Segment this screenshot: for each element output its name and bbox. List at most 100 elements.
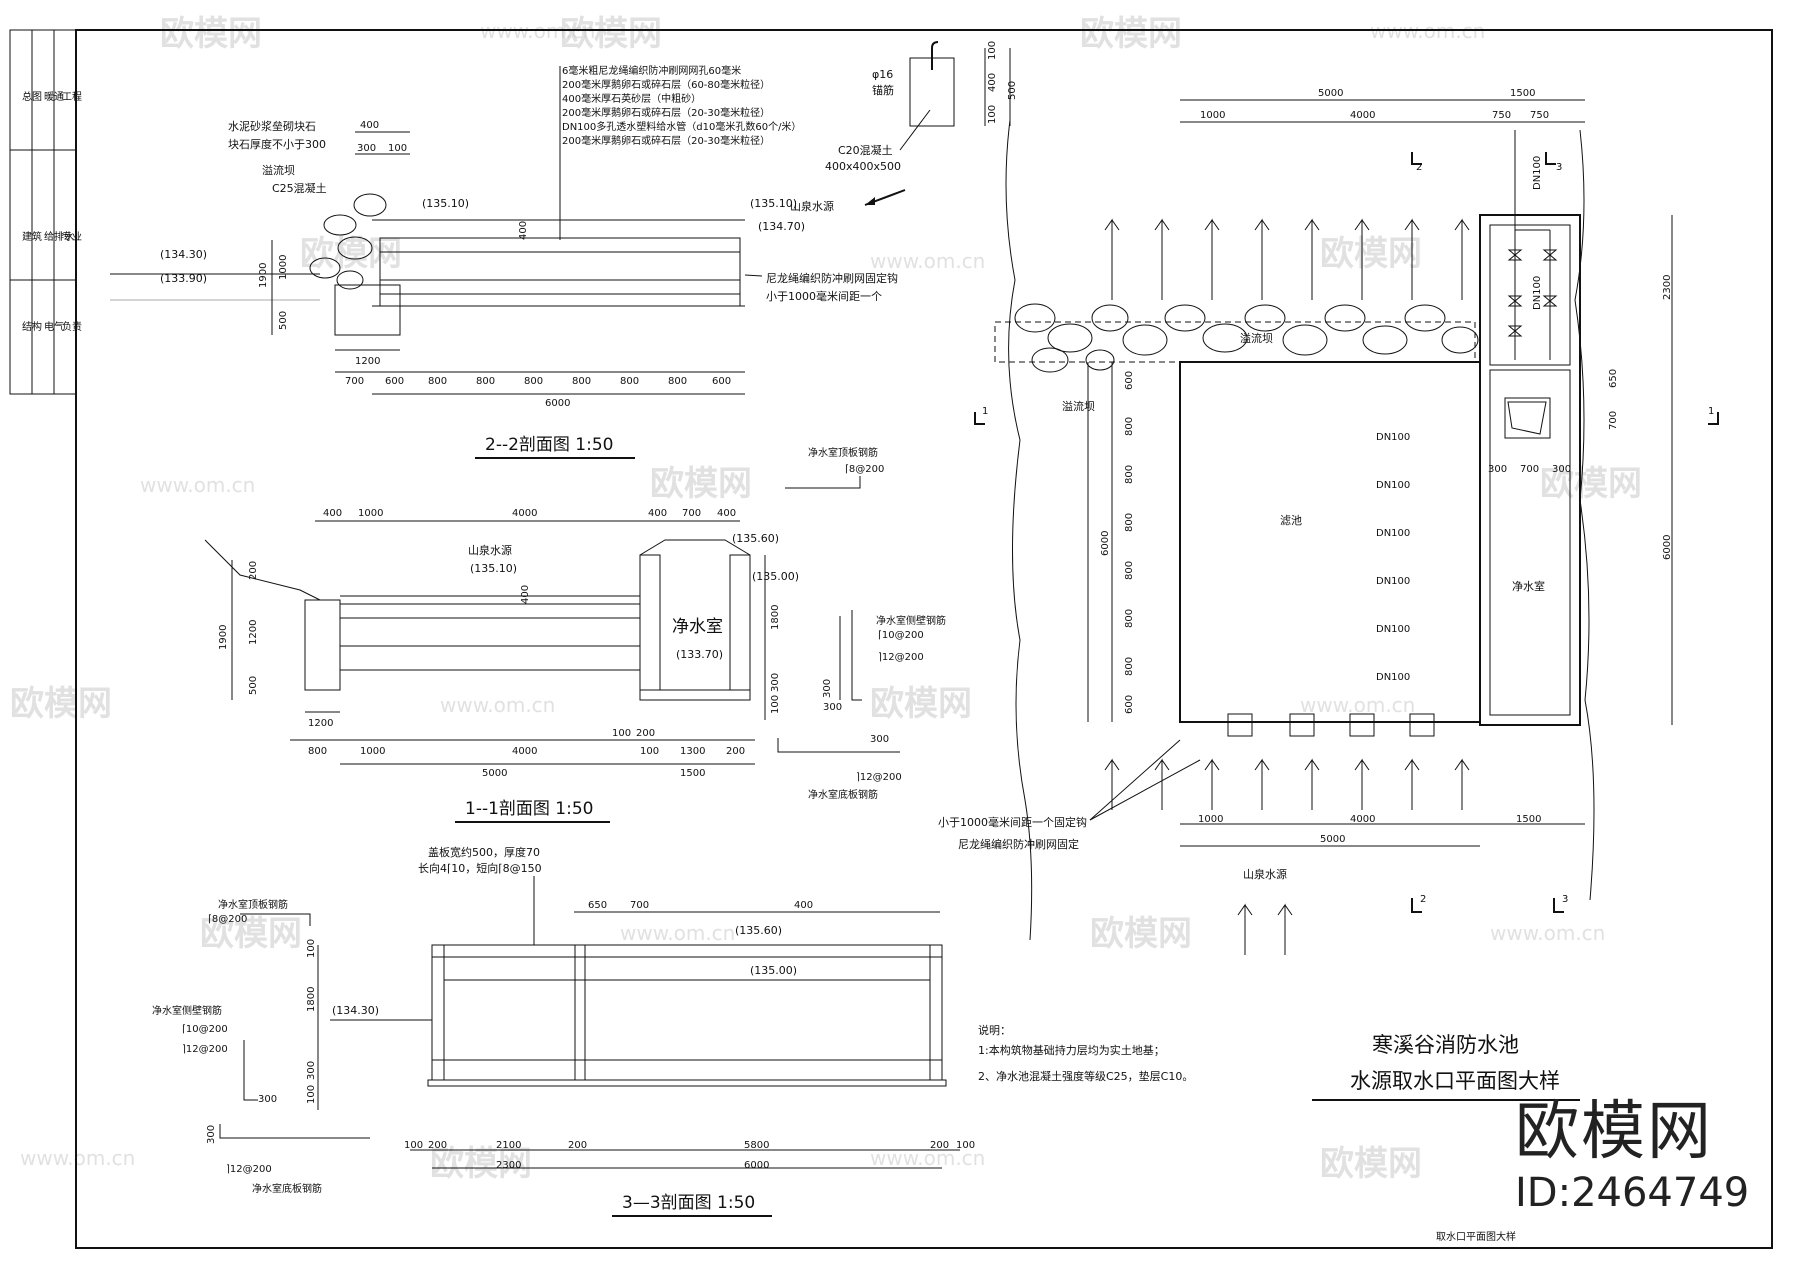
watermark-text: 欧模网: [430, 1144, 532, 1184]
dim-text: 700: [1608, 411, 1619, 430]
rebar-label: 净水室侧壁钢筋: [152, 1004, 222, 1017]
cut-mark: 3: [1562, 894, 1568, 905]
dim-text: 1200: [308, 718, 333, 729]
rebar-label: 净水室顶板钢筋: [218, 898, 288, 911]
watermark-url: www.om.cn: [1300, 693, 1415, 717]
dim-text: 2300: [1662, 275, 1673, 300]
side-label: 给排水: [44, 230, 74, 243]
dim-text: 4000: [1350, 814, 1375, 825]
section-33-title: 3—3剖面图 1:50: [622, 1193, 755, 1213]
source-label: 山泉水源: [468, 543, 512, 557]
room-label: 净水室: [1512, 579, 1545, 593]
dim-text: 600: [385, 376, 404, 387]
net-note: 小于1000毫米间距一个: [766, 289, 882, 303]
dim-text: 400: [648, 508, 667, 519]
pipe-label: DN100: [1532, 156, 1543, 190]
plan-flow-arrows: [1104, 218, 1470, 955]
dim-text: 100: [956, 1140, 975, 1151]
dim-text: 5000: [482, 768, 507, 779]
pipe-label: DN100: [1532, 276, 1543, 310]
weir-concrete-label: C25混凝土: [272, 181, 327, 195]
rebar-label: 净水室底板钢筋: [252, 1182, 322, 1195]
dim-text: 1000: [278, 255, 289, 280]
watermark-text: 欧模网: [1090, 914, 1192, 954]
notes-heading: 说明：: [978, 1023, 1011, 1037]
layer-label: 6毫米粗尼龙绳编织防冲刷网网孔60毫米: [562, 64, 741, 77]
layer-label: 200毫米厚鹅卵石或碎石层（60-80毫米粒径）: [562, 78, 770, 91]
tiny-title-label: 取水口平面图大样: [1436, 1230, 1516, 1243]
layer-label: 200毫米厚鹅卵石或碎石层（20-30毫米粒径）: [562, 106, 770, 119]
dim-text: 400: [518, 221, 529, 240]
dim-text: 1300: [680, 746, 705, 757]
dim-text: 800: [668, 376, 687, 387]
watermark-text: 欧模网: [200, 914, 302, 954]
source-label: 山泉水源: [790, 199, 834, 213]
dim-text: 300: [258, 1094, 277, 1105]
dim-text: 500: [1007, 81, 1018, 100]
section-11-title: 1--1剖面图 1:50: [465, 799, 593, 819]
side-label: 专业: [62, 230, 82, 243]
level-label: (135.10): [422, 197, 469, 210]
side-label: 建筑: [22, 230, 42, 243]
dim-text: 300: [770, 673, 781, 692]
dim-text: 600: [1124, 695, 1135, 714]
level-label: (133.70): [676, 648, 723, 661]
side-label: 总图: [22, 90, 42, 103]
watermark-text: 欧模网: [650, 464, 752, 504]
dim-text: 300: [1552, 464, 1571, 475]
dim-text: 750: [1530, 110, 1549, 121]
dim-text: 400: [794, 900, 813, 911]
side-title-strip: 总图 建筑 结构 给排水 电气 暖通 工程 专业 负责: [9, 29, 82, 395]
dim-text: 1000: [360, 746, 385, 757]
watermark-url: www.om.cn: [140, 473, 255, 497]
dim-text: 1800: [306, 987, 317, 1012]
cut-mark: 3: [1556, 162, 1562, 173]
dim-text: 100: [987, 105, 998, 124]
pipe-label: DN100: [1376, 432, 1410, 443]
dim-text: 200: [428, 1140, 447, 1151]
dim-text: 1000: [1200, 110, 1225, 121]
level-label: (134.30): [332, 1004, 379, 1017]
dim-text: 1500: [680, 768, 705, 779]
dim-text: 300: [823, 702, 842, 713]
rebar-label: ⌉12@200: [182, 1044, 228, 1055]
section-22-bottom-dims: 700 600 800 800 800 800 800 800 600: [345, 376, 731, 387]
rebar-label: ⌈8@200: [845, 464, 884, 475]
dim-text: 6000: [744, 1160, 769, 1171]
dim-text: 800: [1124, 465, 1135, 484]
side-label: 暖通: [44, 90, 64, 103]
dim-text: 100: [388, 143, 407, 154]
dim-text: 1000: [358, 508, 383, 519]
dim-text: 200: [726, 746, 745, 757]
rebar-label: ⌈10@200: [878, 630, 924, 641]
dim-text: 1200: [355, 356, 380, 367]
dim-text: 400: [360, 120, 379, 131]
dim-text: 650: [588, 900, 607, 911]
watermark-text: 欧模网: [560, 14, 662, 54]
weir-label: 溢流坝: [1240, 331, 1273, 345]
rebar-label: 净水室顶板钢筋: [808, 446, 878, 459]
dim-text: 4000: [512, 746, 537, 757]
brand-logo-text: 欧模网: [1515, 1095, 1713, 1169]
dim-text: 100: [404, 1140, 423, 1151]
side-label: 结构: [22, 320, 42, 333]
dim-text: 800: [1124, 561, 1135, 580]
brand-id: ID:2464749: [1515, 1170, 1750, 1216]
dim-text: 800: [572, 376, 591, 387]
net-note: 小于1000毫米间距一个固定钩: [938, 815, 1087, 829]
rebar-label: ⌈10@200: [182, 1024, 228, 1035]
anchor-concrete-label: C20混凝土: [838, 143, 893, 157]
pipe-label: DN100: [1376, 480, 1410, 491]
layer-label: 200毫米厚鹅卵石或碎石层（20-30毫米粒径）: [562, 134, 770, 147]
dim-text: 700: [682, 508, 701, 519]
watermark-text: 欧模网: [1320, 234, 1422, 274]
dim-text: 300: [1488, 464, 1507, 475]
drawing-frame: [75, 29, 1773, 1249]
note-item: 1:本构筑物基础持力层均为实土地基；: [978, 1043, 1165, 1057]
dim-text: 600: [712, 376, 731, 387]
dim-text: 500: [278, 311, 289, 330]
dim-text: 800: [1124, 417, 1135, 436]
dim-text: 700: [630, 900, 649, 911]
dim-text: 300: [357, 143, 376, 154]
dim-text: 400: [520, 585, 531, 604]
